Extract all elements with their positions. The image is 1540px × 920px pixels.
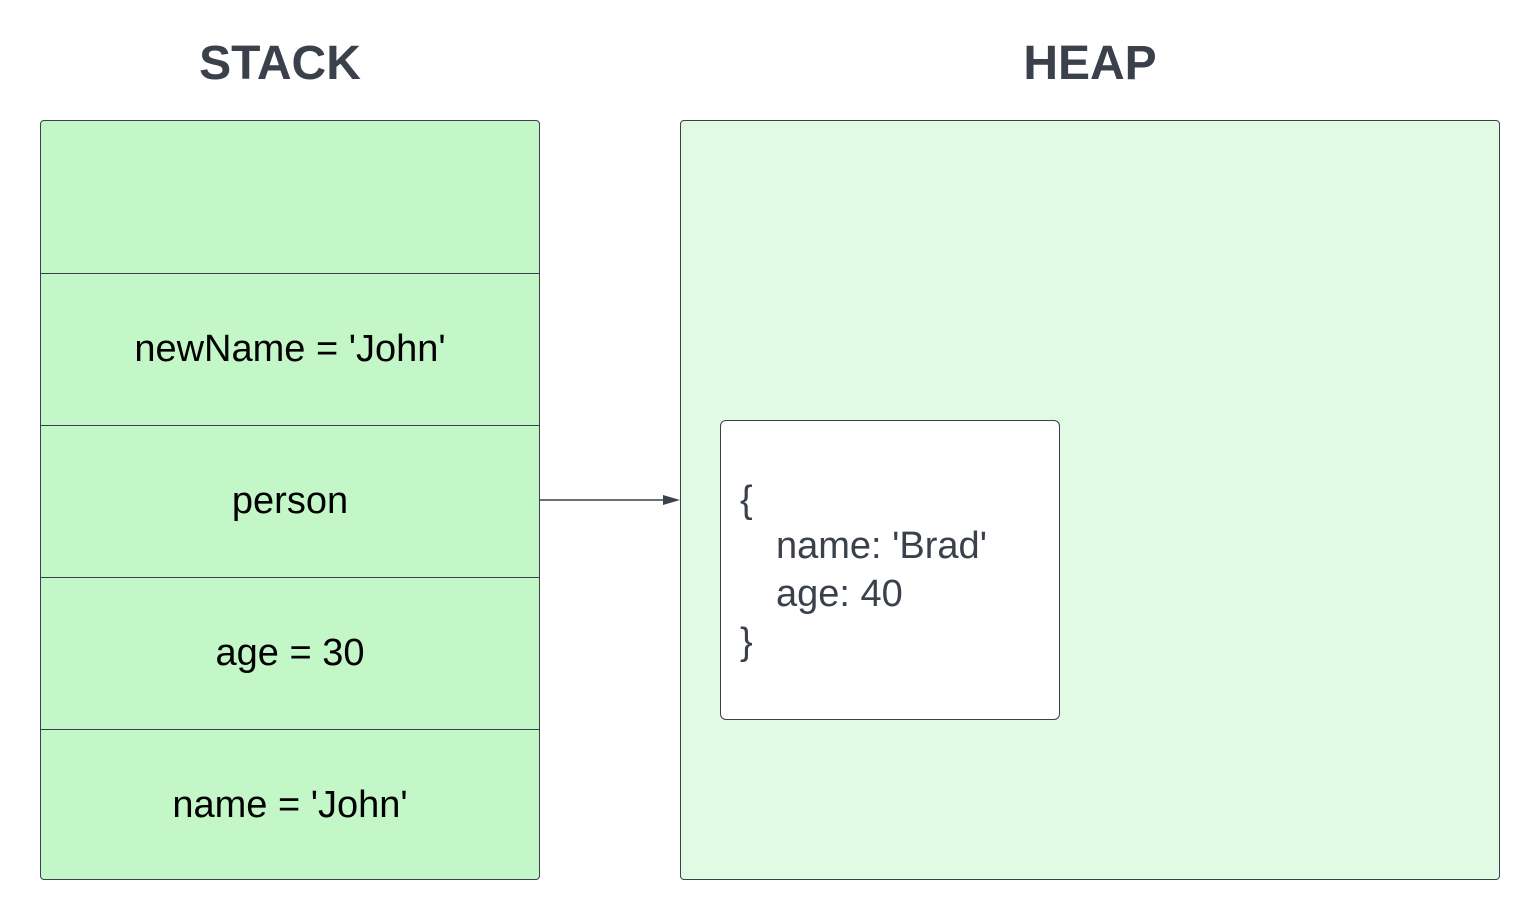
- stack-container: newName = 'John' person age = 30 name = …: [40, 120, 540, 880]
- stack-frame-name: name = 'John': [41, 729, 539, 879]
- heap-object-box: [720, 420, 1060, 720]
- object-prop-age: age: 40: [776, 573, 903, 615]
- stack-frame-age: age = 30: [41, 577, 539, 729]
- heap-title: HEAP: [1023, 37, 1157, 90]
- stack-frame-newname: newName = 'John': [41, 273, 539, 425]
- reference-arrow-head: [663, 495, 680, 505]
- stack-title: STACK: [199, 37, 361, 90]
- object-prop-name: name: 'Brad': [776, 525, 987, 567]
- object-open-brace: {: [740, 479, 753, 521]
- stack-frame-person: person: [41, 425, 539, 577]
- object-close-brace: }: [740, 621, 753, 663]
